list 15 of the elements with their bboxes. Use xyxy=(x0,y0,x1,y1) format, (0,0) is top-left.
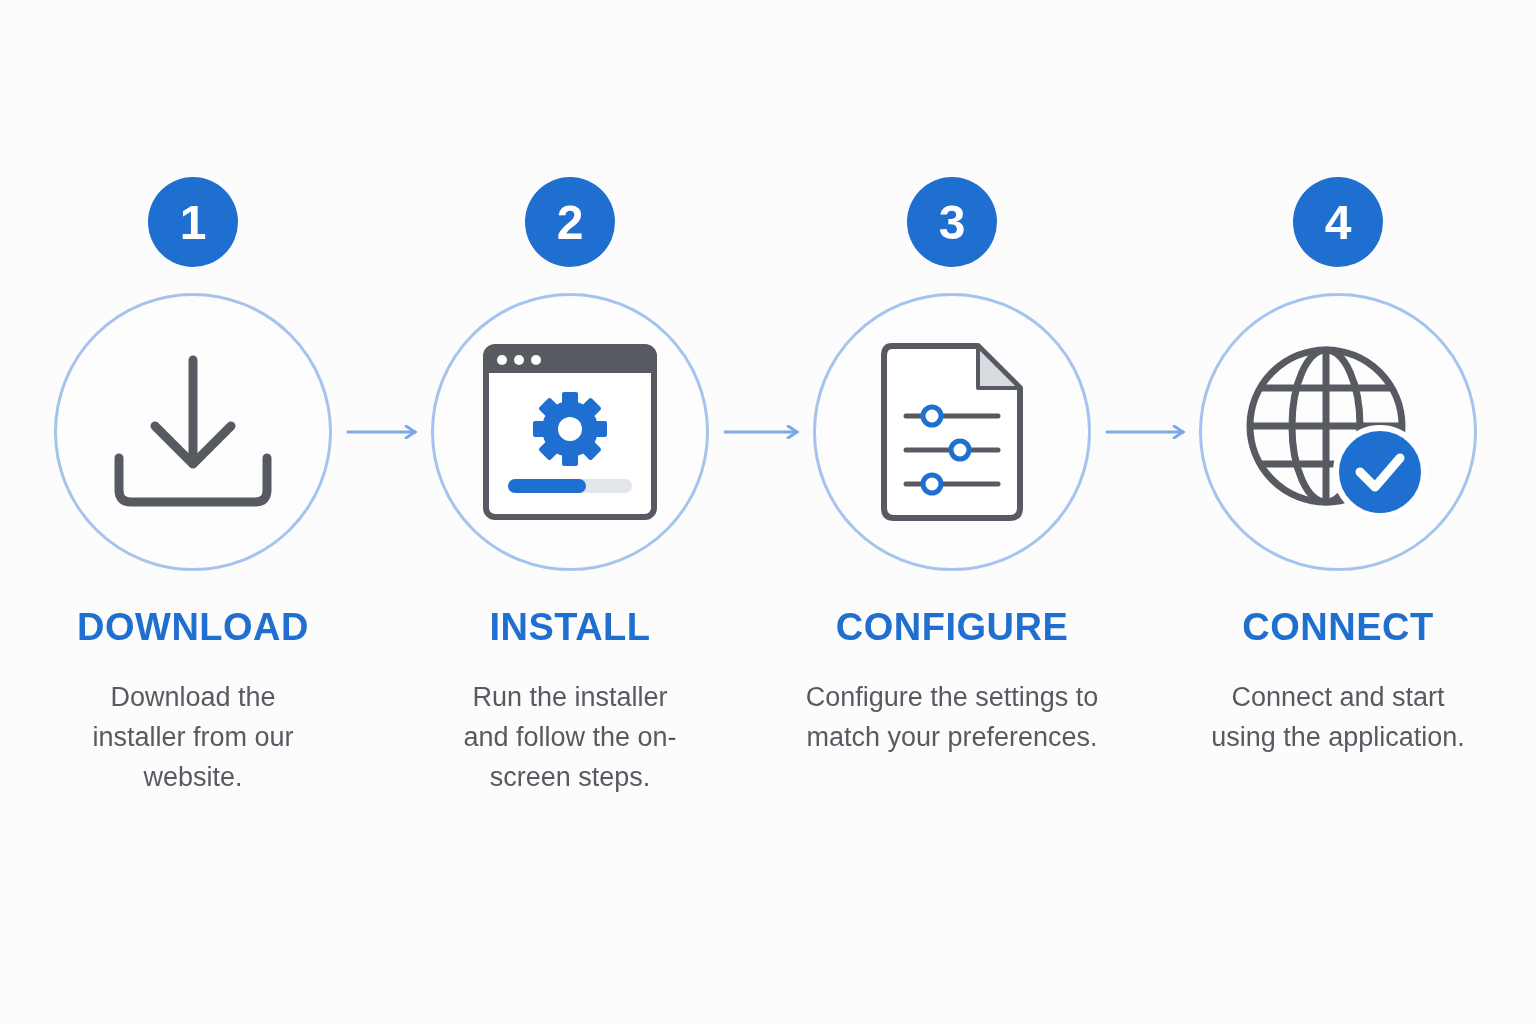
step-heading: CONNECT xyxy=(1242,606,1434,649)
arrow xyxy=(723,424,799,440)
step-description: Connect and start using the application. xyxy=(1210,681,1466,754)
step-number-badge: 2 xyxy=(525,177,615,267)
step-number-badge: 4 xyxy=(1293,177,1383,267)
step-heading: CONFIGURE xyxy=(835,606,1069,649)
step-number-badge: 3 xyxy=(907,177,997,267)
arrow xyxy=(1105,424,1185,440)
step-description: Download the installer from our website. xyxy=(91,681,295,794)
step-number-badge: 1 xyxy=(148,177,238,267)
step-description: Configure the settings to match your preferences. xyxy=(804,681,1100,754)
arrow xyxy=(346,424,417,440)
step-heading: INSTALL xyxy=(489,606,651,649)
step-heading: DOWNLOAD xyxy=(77,606,309,649)
step-description: Run the installer and follow the on-screen steps. xyxy=(462,681,678,794)
